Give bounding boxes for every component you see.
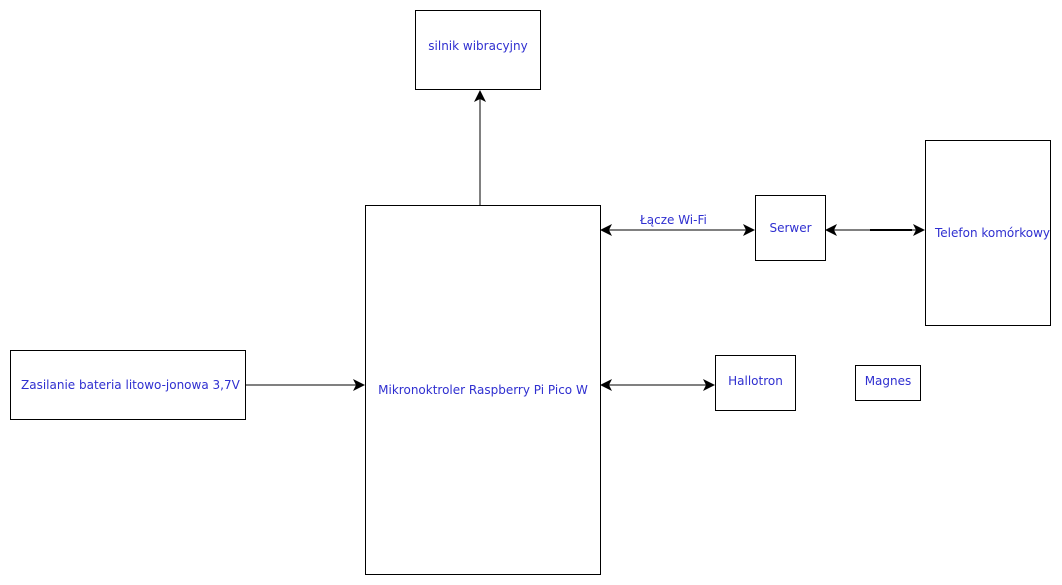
microcontroller-label: Mikronoktroler Raspberry Pi Pico W bbox=[378, 383, 588, 397]
vibration-motor-box: silnik wibracyjny bbox=[415, 10, 541, 90]
server-box: Serwer bbox=[755, 195, 826, 261]
magnet-box: Magnes bbox=[855, 365, 921, 401]
wifi-link-label: Łącze Wi-Fi bbox=[640, 213, 707, 227]
microcontroller-box: Mikronoktroler Raspberry Pi Pico W bbox=[365, 205, 601, 575]
power-supply-label: Zasilanie bateria litowo-jonowa 3,7V bbox=[21, 378, 240, 392]
hall-sensor-label: Hallotron bbox=[728, 374, 783, 388]
power-supply-box: Zasilanie bateria litowo-jonowa 3,7V bbox=[10, 350, 246, 420]
hall-sensor-box: Hallotron bbox=[715, 355, 796, 411]
phone-label: Telefon komórkowy bbox=[935, 226, 1050, 240]
vibration-motor-label: silnik wibracyjny bbox=[428, 39, 528, 53]
phone-box: Telefon komórkowy bbox=[925, 140, 1051, 326]
magnet-label: Magnes bbox=[864, 374, 912, 388]
server-label: Serwer bbox=[769, 221, 812, 235]
